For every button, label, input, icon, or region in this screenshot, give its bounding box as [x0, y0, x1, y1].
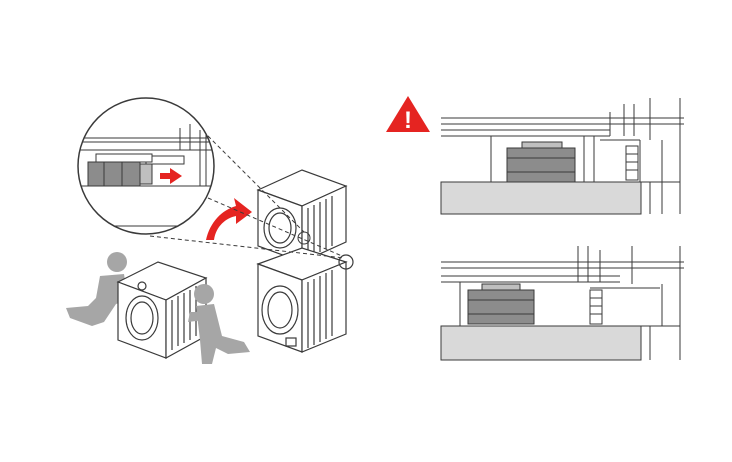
cross-section-top: [440, 98, 684, 215]
curved-arrow-icon: [206, 198, 252, 240]
hex-nut-detail: [87, 161, 153, 187]
stacked-appliances: [256, 169, 348, 353]
installer-person-right: [188, 284, 250, 364]
detail-marker-bottom: [338, 254, 354, 270]
hex-nut-top: [506, 141, 576, 183]
left-illustration: [66, 97, 354, 364]
right-arrow-icon: [160, 168, 182, 184]
cross-section-bottom: [440, 246, 684, 361]
leader-lines: [149, 125, 345, 259]
leveling-foot-bottom: [589, 289, 603, 325]
warning-symbol: !: [404, 107, 412, 134]
leveling-foot-top: [625, 145, 639, 181]
hex-nut-bottom: [467, 283, 535, 325]
base-slab-bottom: [440, 325, 642, 361]
magnified-detail: [77, 97, 215, 235]
warning-triangle-icon: !: [386, 96, 430, 134]
base-slab-top: [440, 181, 642, 215]
washer-front: [116, 261, 208, 360]
